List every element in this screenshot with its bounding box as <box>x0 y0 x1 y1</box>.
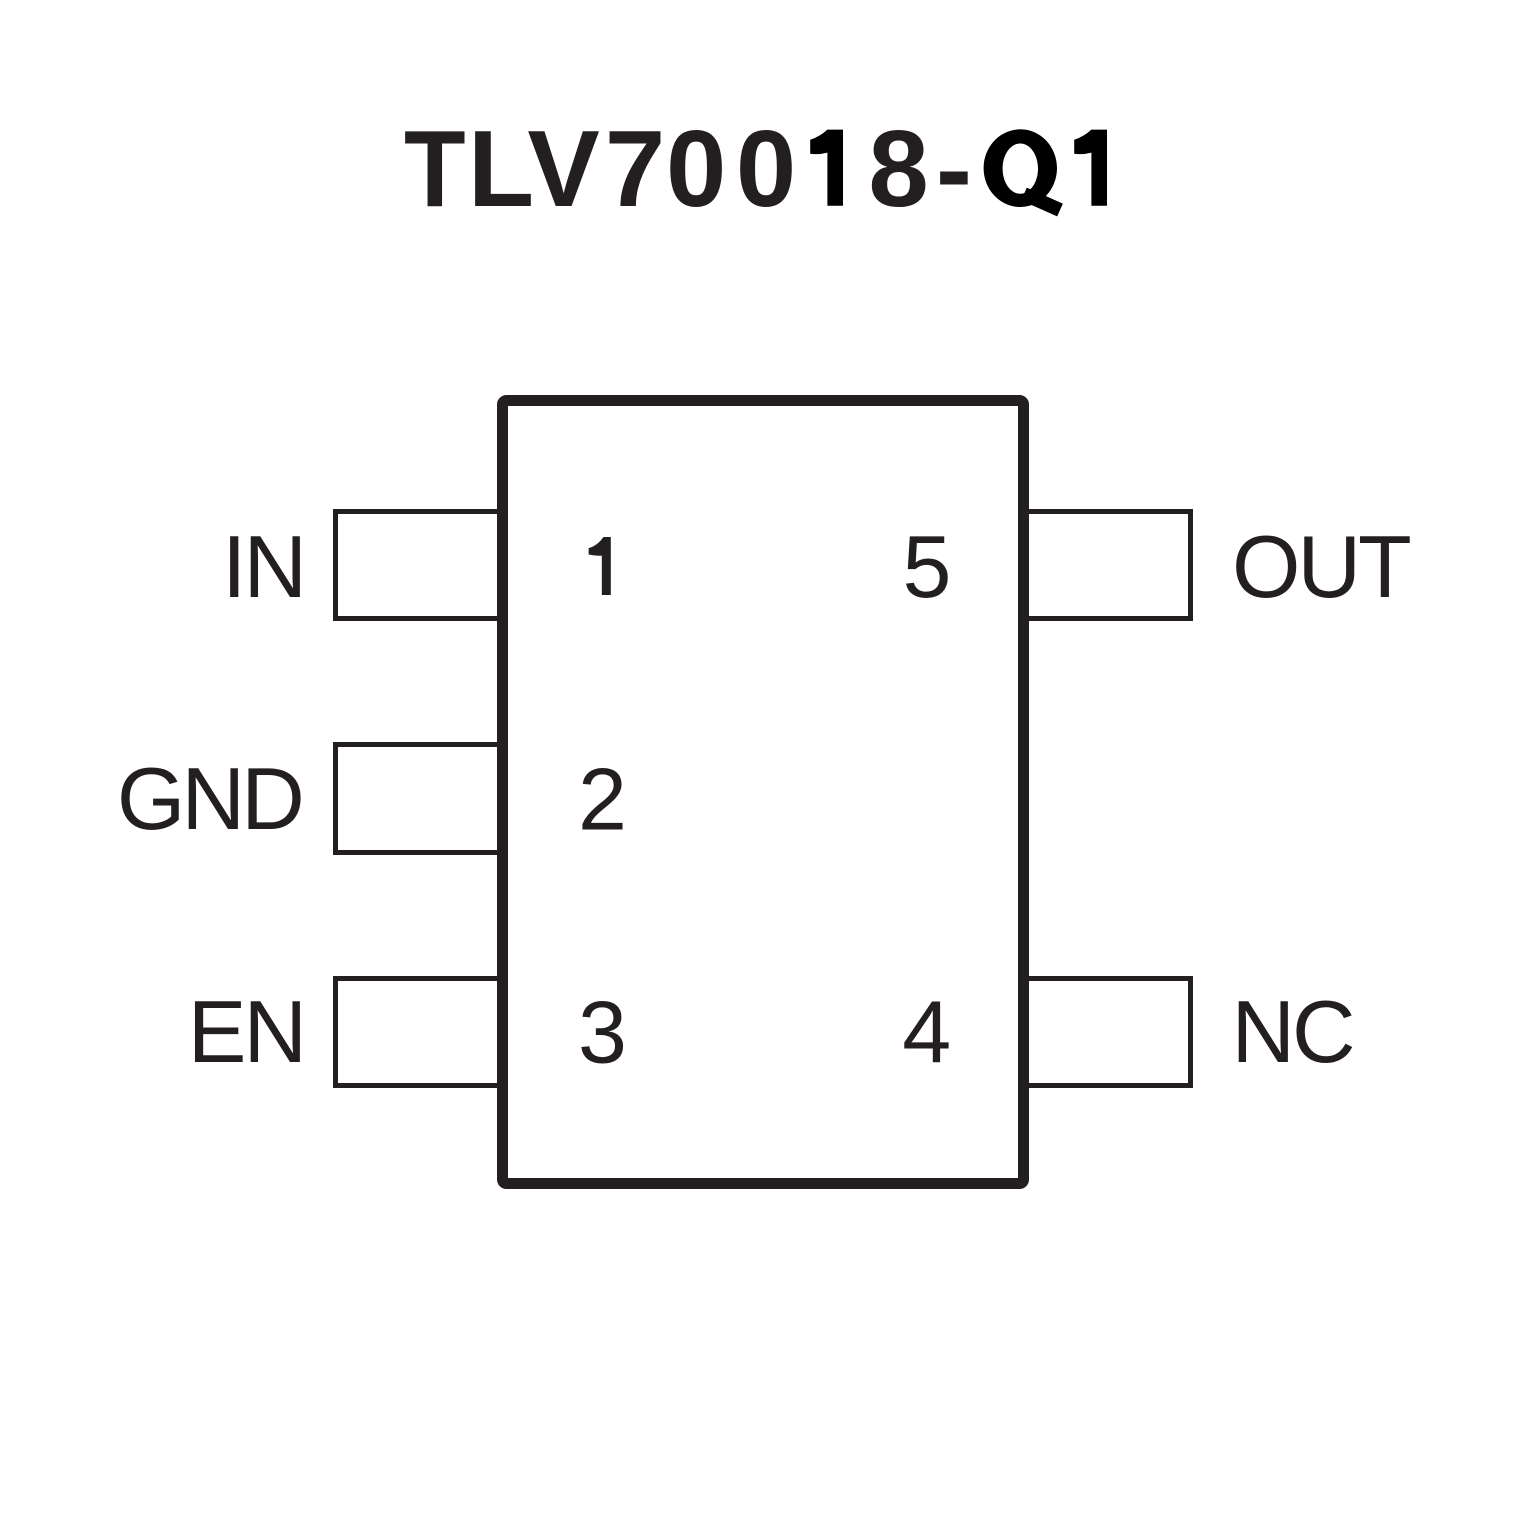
svg-text:GND: GND <box>117 749 301 848</box>
svg-text:4: 4 <box>902 983 951 1082</box>
svg-text:0: 0 <box>736 108 796 229</box>
svg-text:IN: IN <box>222 517 304 616</box>
svg-text:7: 7 <box>605 108 665 229</box>
svg-text:EN: EN <box>188 982 304 1081</box>
svg-text:0: 0 <box>666 108 726 229</box>
svg-text:2: 2 <box>578 750 627 849</box>
svg-text:OUT: OUT <box>1232 517 1410 616</box>
svg-text:-: - <box>936 108 972 229</box>
svg-text:NC: NC <box>1232 982 1354 1081</box>
svg-text:3: 3 <box>578 983 627 1082</box>
svg-text:V: V <box>527 108 599 229</box>
svg-text:5: 5 <box>903 517 952 616</box>
svg-text:L: L <box>468 108 534 229</box>
svg-text:8: 8 <box>868 108 928 229</box>
svg-text:T: T <box>404 108 466 229</box>
